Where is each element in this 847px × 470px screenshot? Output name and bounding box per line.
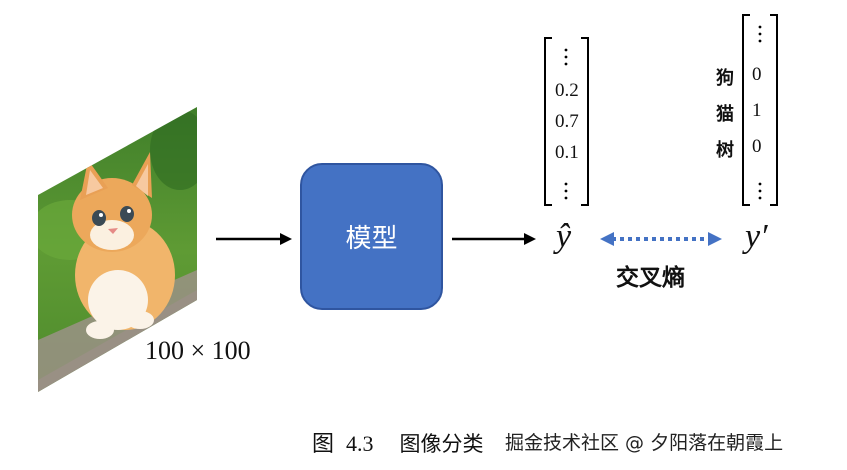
arrow-model-to-output [452, 233, 536, 245]
target-value: 0 [752, 64, 762, 85]
prediction-vector-brackets [544, 37, 589, 206]
class-label: 狗 [716, 68, 734, 89]
prediction-symbol: ŷ [556, 218, 572, 255]
target-value: 0 [752, 136, 762, 157]
kitten-image [38, 107, 197, 392]
watermark: 掘金技术社区 @ 夕阳落在朝霞上 [505, 432, 784, 454]
input-size-label: 100 × 100 [145, 336, 251, 365]
target-vector-brackets [742, 14, 778, 206]
caption-number: 4.3 [346, 431, 374, 456]
class-label: 猫 [716, 104, 734, 125]
class-label: 树 [716, 140, 734, 161]
target-value: 1 [752, 100, 762, 121]
prediction-value: 0.2 [555, 80, 579, 101]
prediction-value: 0.7 [555, 111, 579, 132]
prediction-value: 0.1 [555, 142, 579, 163]
caption-figure: 图 [312, 431, 335, 456]
model-label: 模型 [345, 224, 398, 254]
dotted-double-arrow [600, 232, 722, 246]
arrow-input-to-model [216, 233, 292, 245]
target-symbol: y′ [745, 218, 768, 255]
model-box: 模型 [300, 163, 443, 310]
figure-caption: 图 4.3 图像分类 [312, 426, 484, 458]
caption-title: 图像分类 [399, 432, 484, 456]
cross-entropy-label: 交叉熵 [616, 265, 685, 291]
vertical-ellipsis [564, 25, 762, 200]
